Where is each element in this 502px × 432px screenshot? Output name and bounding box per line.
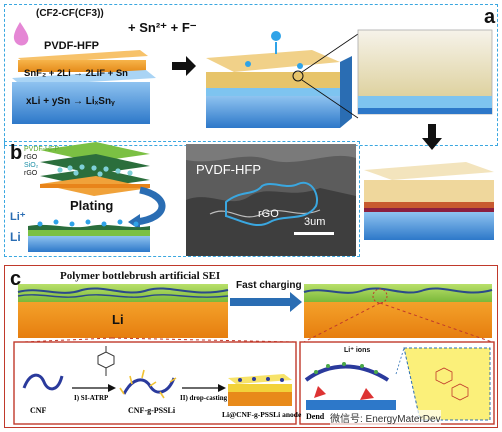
plating-arrow-icon [135, 186, 166, 226]
ion-equation: + Sn²⁺ + F⁻ [128, 20, 197, 35]
polymer-inset [403, 347, 491, 421]
step2-reagent: II) drop-casting [180, 394, 228, 402]
layer-sio2-label: SiO₂ [24, 162, 39, 169]
cnf-fiber [22, 373, 64, 391]
panel-c-frame [4, 265, 498, 428]
panel-b-label: b [10, 142, 23, 164]
step1-product: CNF-g-PSSLi [128, 406, 176, 415]
reaction-2: xLi + ySn → LiₓSnᵧ [26, 96, 115, 107]
panel-b-layer-stack [40, 142, 150, 196]
droplet-icon [13, 22, 29, 46]
panel-c-title: Polymer bottlebrush artificial SEI [60, 270, 221, 282]
plating-label: Plating [70, 198, 114, 213]
panel-c-label: c [10, 268, 22, 290]
sem-rgo-label: rGO [258, 208, 279, 220]
polymer-formula: (CF2-CF(CF3)) [36, 8, 104, 19]
layer-rgo2-label: rGO [24, 170, 38, 177]
arrow-right-icon [172, 56, 196, 76]
li-cnf-anode-block [228, 374, 292, 406]
sem-pvdf-label: PVDF-HFP [196, 162, 261, 177]
dendrite-label: Dend [306, 412, 325, 421]
li-metal-label-c: Li [112, 312, 124, 327]
cnf-label: CNF [30, 406, 47, 415]
panel-b-plated-stack [28, 224, 150, 252]
reaction-1: SnF₂ + 2Li → 2LiF + Sn [24, 68, 128, 79]
panel-a-coated-block [206, 50, 352, 128]
sio2-particles [57, 164, 133, 177]
layer-rgo-label: rGO [24, 154, 38, 161]
li-ions-label: Li⁺ ions [344, 347, 371, 354]
panel-a-final-block [364, 162, 494, 240]
step1-reagent: I) SI-ATRP [74, 394, 109, 402]
panel-c-li-charged [303, 284, 493, 338]
step2-product: Li@CNF-g-PSSLi anode [222, 410, 302, 419]
li-ion-particles [37, 219, 139, 227]
zoom-marker [292, 70, 304, 82]
sem-image [186, 144, 356, 256]
cnf-g-psslI-fiber [119, 369, 177, 399]
layer-pvdf-label: PVDF-HFP [24, 146, 59, 153]
scale-bar-label: 3um [304, 216, 326, 228]
arrow-down-icon [422, 124, 442, 150]
panel-a-zoom-inset [357, 29, 493, 115]
li-ion-label: Li⁺ [10, 211, 26, 223]
sem-rgo-trace [225, 181, 318, 226]
li-metal-label-b: Li [10, 230, 21, 244]
watermark-text: 微信号: EnergyMaterDev [330, 410, 441, 425]
panel-b-frame [4, 141, 360, 257]
fast-charging-label: Fast charging [236, 280, 302, 291]
fast-charging-arrow-icon [230, 292, 302, 312]
panel-a-precursor-stack [12, 50, 156, 124]
panel-a-label: a [484, 6, 496, 28]
monomer-structure-icon [97, 346, 115, 376]
panel-c-li-anode [17, 284, 229, 338]
polymer-name-a: PVDF-HFP [44, 40, 99, 52]
